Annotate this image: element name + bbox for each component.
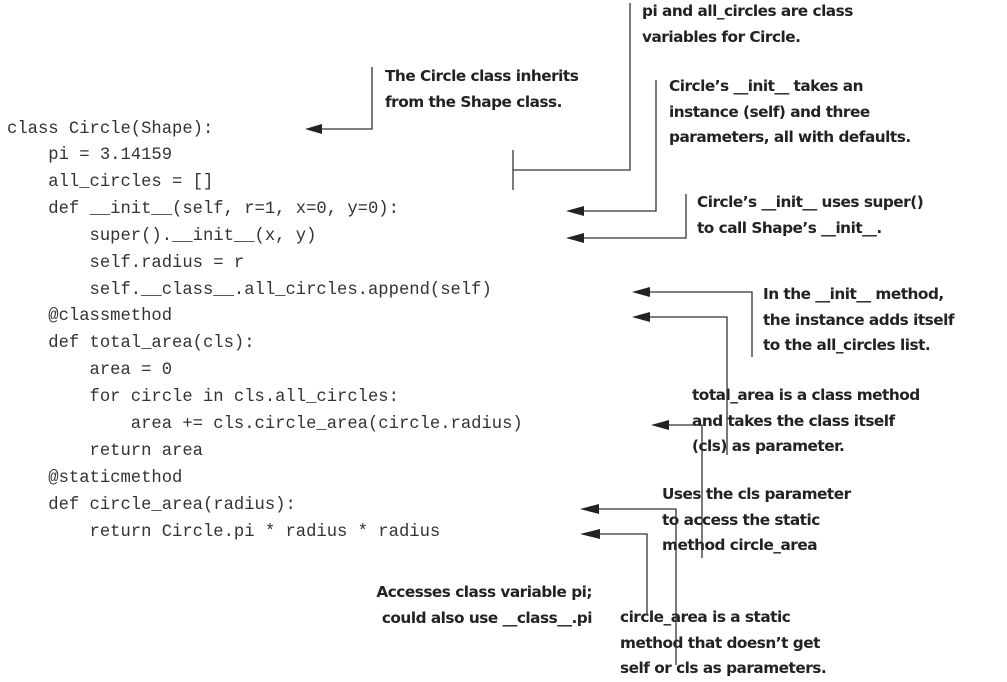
arrowhead-icon [651, 420, 669, 430]
code-line-for-loop: for circle in cls.all_circles: [7, 388, 399, 407]
annotation-super-call: Circle’s __init__ uses super() to call S… [697, 193, 924, 237]
annotation-uses-cls: Uses the cls parameter to access the sta… [662, 485, 851, 554]
code-line-append: self.__class__.all_circles.append(self) [7, 281, 492, 300]
staticmethod-arrow [580, 504, 677, 665]
inherits-arrow [305, 67, 373, 134]
annotation-classmethod: total_area is a class method and takes t… [692, 386, 920, 455]
code-line-init-def: def __init__(self, r=1, x=0, y=0): [7, 200, 399, 219]
code-line-self-radius: self.radius = r [7, 254, 245, 273]
code-line-return-area: return area [7, 442, 203, 461]
annotation-append-self: In the __init__ method, the instance add… [763, 285, 955, 354]
code-line-all-circles: all_circles = [] [7, 173, 214, 192]
annotation-inherits: The Circle class inherits from the Shape… [385, 67, 579, 111]
arrowhead-icon [580, 504, 599, 514]
arrowhead-icon [566, 233, 584, 243]
annotation-class-var-pi: Accesses class variable pi; could also u… [376, 583, 592, 627]
code-line-class-def: class Circle(Shape): [7, 120, 214, 139]
init-params-arrow [566, 80, 657, 216]
code-line-pi: pi = 3.14159 [7, 146, 173, 165]
arrowhead-icon [566, 206, 584, 216]
code-line-classmethod-decorator: @classmethod [7, 307, 173, 326]
arrowhead-icon [632, 312, 650, 322]
code-line-total-area-def: def total_area(cls): [7, 334, 255, 353]
uses-cls-arrow [651, 420, 703, 558]
append-self-arrow [632, 287, 753, 357]
arrowhead-icon [580, 529, 600, 539]
code-line-return-circle-pi: return Circle.pi * radius * radius [7, 523, 441, 542]
classmethod-arrow [632, 312, 728, 455]
annotation-init-params: Circle’s __init__ takes an instance (sel… [669, 77, 911, 146]
code-line-area-init: area = 0 [7, 361, 173, 380]
class-vars-bracket [512, 3, 631, 190]
code-line-area-add: area += cls.circle_area(circle.radius) [7, 415, 523, 434]
arrowhead-icon [305, 124, 322, 134]
code-line-staticmethod-decorator: @staticmethod [7, 469, 183, 488]
arrowhead-icon [632, 287, 650, 297]
code-line-circle-area-def: def circle_area(radius): [7, 496, 296, 515]
class-var-pi-arrow [580, 529, 648, 615]
annotation-class-variables: pi and all_circles are class variables f… [642, 2, 853, 46]
code-line-super-init: super().__init__(x, y) [7, 227, 317, 246]
super-call-arrow [566, 194, 687, 243]
